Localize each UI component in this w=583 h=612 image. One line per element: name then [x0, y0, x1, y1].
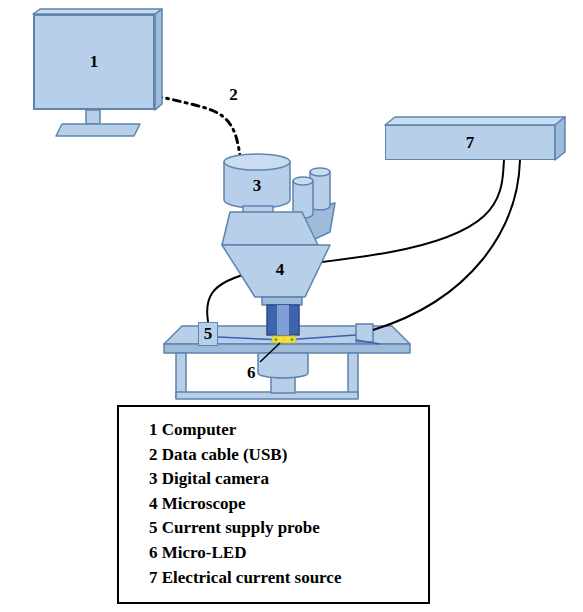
led-dot [290, 338, 293, 341]
data-cable [155, 96, 240, 156]
monitor-neck [86, 110, 100, 124]
probe-wire [356, 340, 380, 344]
current-probe: 5 [198, 322, 218, 346]
legend-entry: 1 Computer [149, 418, 418, 443]
monitor-side [155, 9, 162, 110]
callout-number: 2 [228, 86, 239, 104]
camera-top [224, 154, 290, 170]
leader-line [260, 343, 280, 362]
callout-number: 6 [246, 364, 257, 382]
digital-camera: 3 [224, 166, 290, 206]
eyepiece-top [293, 177, 313, 185]
power-cable [207, 160, 504, 322]
computer-monitor: 1 [33, 14, 155, 110]
legend-box: 1 Computer2 Data cable (USB)3 Digital ca… [117, 405, 430, 604]
objective-lens [267, 305, 299, 335]
current-probe [356, 324, 373, 342]
legend-entry: 7 Electrical current source [149, 566, 418, 591]
legend-entry: 5 Current supply probe [149, 516, 418, 541]
led-chip [272, 336, 296, 343]
led-dot [282, 338, 285, 341]
callout-number: 7 [466, 133, 475, 153]
led-dot [274, 338, 277, 341]
callout-number: 1 [90, 52, 99, 72]
legend-entry: 4 Microscope [149, 492, 418, 517]
legend-entry: 2 Data cable (USB) [149, 443, 418, 468]
microscope-arm [222, 245, 330, 297]
power-cable [373, 160, 520, 330]
callout-number: 3 [253, 176, 262, 196]
legend-entry: 3 Digital camera [149, 467, 418, 492]
eyepiece-top [310, 168, 330, 176]
monitor-base [56, 124, 140, 136]
current-source-box: 7 [385, 125, 555, 160]
callout-number: 5 [204, 324, 213, 344]
source-top [385, 117, 565, 125]
nosepiece [262, 297, 302, 305]
objective-highlight [277, 305, 289, 335]
microscope-body: 4 [242, 250, 318, 290]
legend-entry: 6 Micro-LED [149, 541, 418, 566]
micro-led [272, 336, 296, 343]
callout-number: 4 [276, 260, 285, 280]
frame-base [176, 392, 358, 399]
microscope-head [222, 212, 318, 245]
source-side [555, 117, 565, 160]
